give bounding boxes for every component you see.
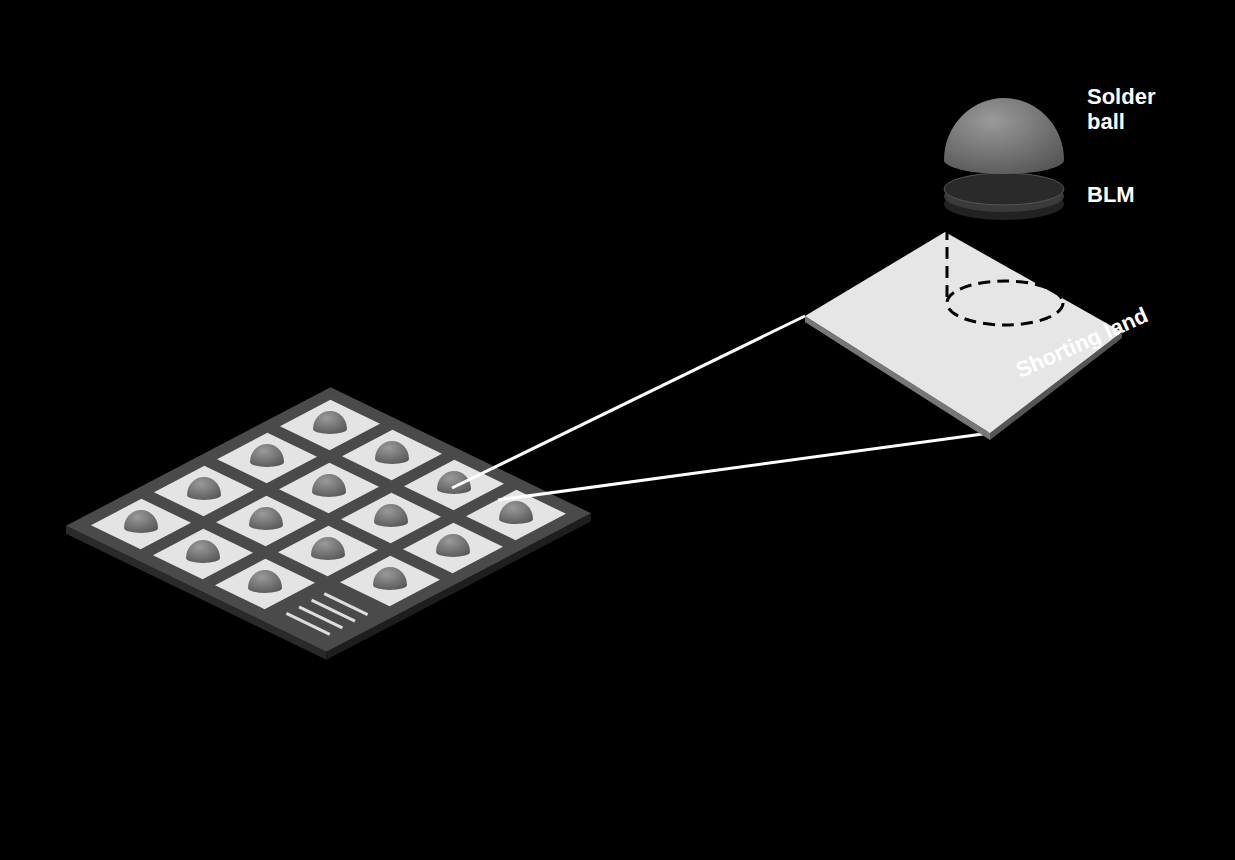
pad-array (91, 400, 566, 635)
leader-line (452, 316, 805, 488)
solder-ball (186, 540, 220, 563)
substrate (66, 387, 591, 652)
shorting-land (342, 430, 442, 480)
solder-ball (311, 537, 345, 560)
solder-ball (249, 507, 283, 530)
shorting-land (217, 433, 317, 483)
marking-stripe (286, 613, 329, 634)
solder-ball (187, 477, 221, 500)
part-label: Solder ball (1087, 84, 1177, 134)
projection-line (1062, 228, 1065, 300)
shorting-land (340, 556, 440, 606)
ball-footprint (947, 281, 1063, 325)
shorting-land (216, 496, 316, 546)
solder-ball (373, 567, 407, 590)
marking-stripe (324, 594, 367, 615)
solder-ball (944, 98, 1064, 174)
part-label: BLM (1087, 182, 1177, 207)
shorting-land (91, 499, 191, 549)
blm-layer (944, 173, 1064, 205)
shorting-land (403, 523, 503, 573)
solder-ball (436, 534, 470, 557)
shorting-land (154, 466, 254, 516)
solder-ball (124, 510, 158, 533)
shorting-land (280, 400, 380, 450)
solder-ball (374, 504, 408, 527)
shorting-land (215, 559, 315, 609)
leader-line (498, 433, 990, 500)
solder-ball (375, 441, 409, 464)
solder-ball (499, 501, 533, 524)
marking-stripe (299, 607, 342, 628)
solder-ball (250, 444, 284, 467)
marking-stripe (312, 600, 355, 621)
substrate (66, 387, 591, 660)
shorting-land (404, 460, 504, 510)
shorting-land (279, 463, 379, 513)
shorting-land (341, 493, 441, 543)
shorting-land (153, 529, 253, 579)
projection-line (946, 228, 949, 300)
solder-ball (312, 474, 346, 497)
shorting-land (278, 526, 378, 576)
solder-ball (248, 570, 282, 593)
solder-ball (313, 411, 347, 434)
